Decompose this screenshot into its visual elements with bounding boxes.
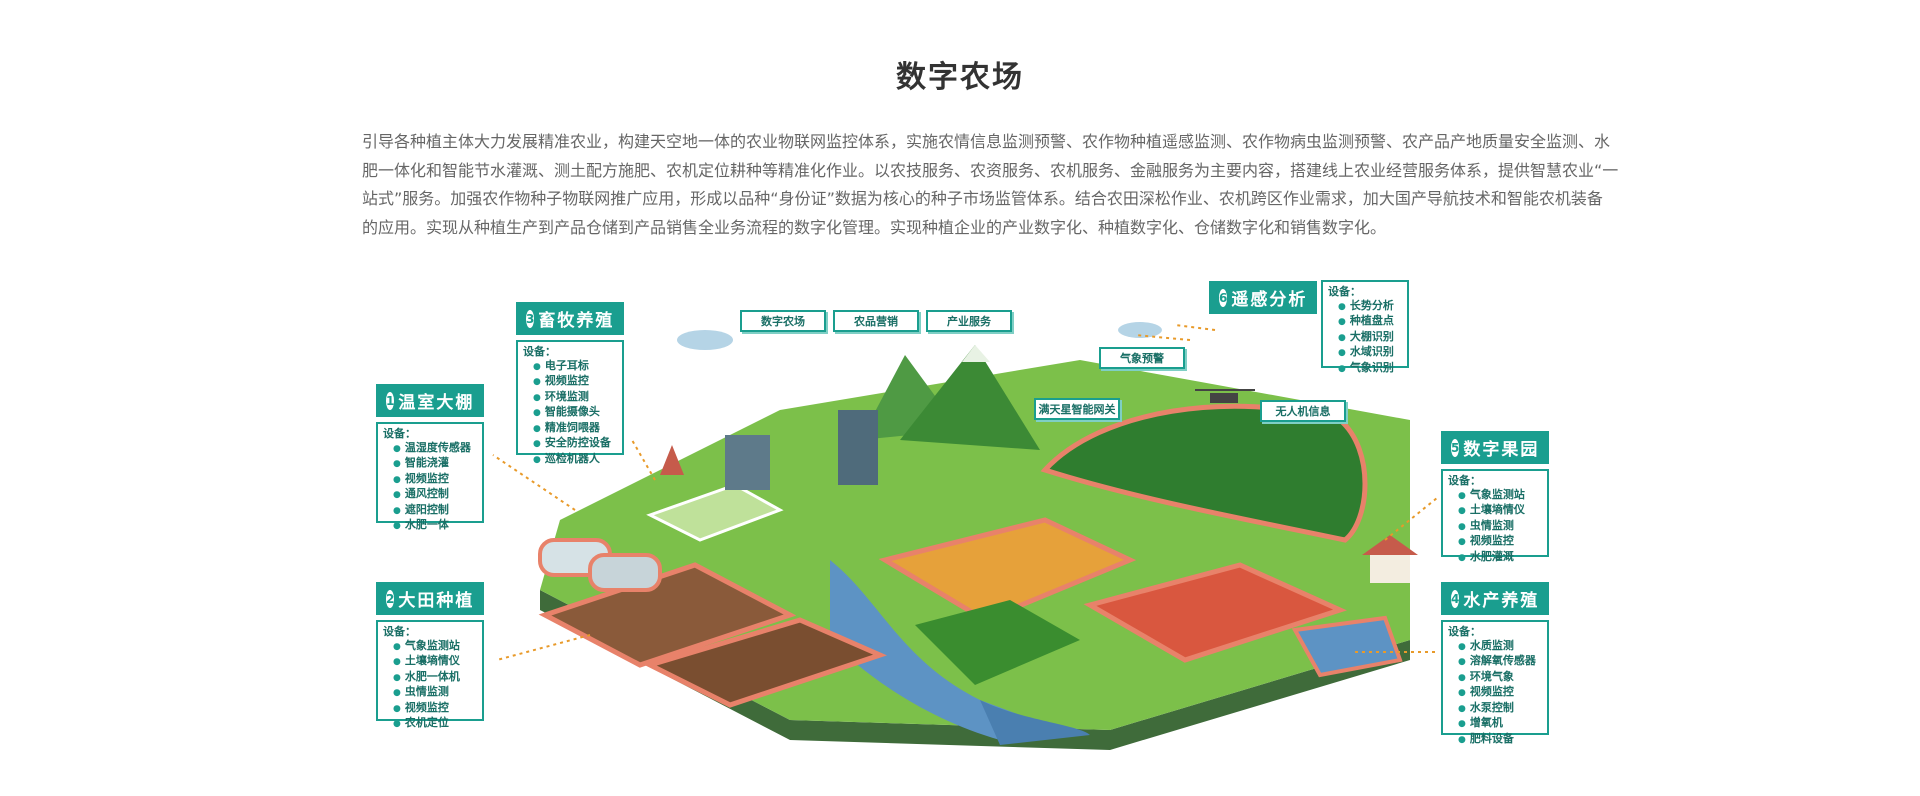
greenhouses <box>538 538 662 592</box>
intro-line: 肥一体化和智能节水灌溉、测土配方施肥、农机定位耕种等精准化作业。以农技服务、农资… <box>362 160 1619 180</box>
device-list-orchard: 设备： 气象监测站 土壤墒情仪 虫情监测 视频监控 水肥灌溉 <box>1441 469 1549 563</box>
device-item: 环境气象 <box>1458 670 1542 686</box>
orchard-hill <box>1040 403 1368 543</box>
intro-paragraph: 引导各种植主体大力发展精准农业，构建天空地一体的农业物联网监控体系，实施农情信息… <box>362 128 1619 242</box>
category-title-aquaculture: 4 水产养殖 <box>1441 582 1549 615</box>
device-item: 电子耳标 <box>533 359 617 375</box>
device-item: 视频监控 <box>533 374 617 390</box>
device-item: 智能摄像头 <box>533 405 617 421</box>
device-item: 智能浇灌 <box>393 456 477 472</box>
category-title-field-crops: 2 大田种植 <box>376 582 484 615</box>
top-tag-digital-farm: 数字农场 <box>740 310 826 332</box>
device-item: 水肥灌溉 <box>1458 550 1542 566</box>
category-number: 5 <box>1451 438 1460 457</box>
device-list-header: 设备： <box>523 345 556 358</box>
crop-field <box>1083 562 1347 663</box>
device-item: 遮阳控制 <box>393 503 477 519</box>
device-item: 水质监测 <box>1458 639 1542 655</box>
building <box>838 410 878 485</box>
device-item: 增氧机 <box>1458 716 1542 732</box>
cloud <box>1118 322 1162 338</box>
windmill <box>660 445 684 475</box>
device-list-remote-sensing: 设备： 长势分析 种植盘点 大棚识别 水域识别 气象识别 <box>1321 280 1409 374</box>
corn-field <box>915 600 1080 685</box>
platform-side <box>540 590 1410 750</box>
intro-line: 引导各种植主体大力发展精准农业，构建天空地一体的农业物联网监控体系，实施农情信息… <box>362 132 1611 151</box>
farm-house <box>1362 535 1418 583</box>
device-item: 大棚识别 <box>1338 330 1402 346</box>
device-item: 农机定位 <box>393 716 477 732</box>
device-item: 水肥一体机 <box>393 670 477 686</box>
device-item: 安全防控设备 <box>533 436 617 452</box>
device-item: 水域识别 <box>1338 345 1402 361</box>
device-item: 溶解氧传感器 <box>1458 654 1542 670</box>
device-item: 精准饲喂器 <box>533 421 617 437</box>
category-number: 3 <box>526 309 535 328</box>
crop-field <box>643 617 887 708</box>
drone <box>1195 389 1255 403</box>
device-item: 土壤墒情仪 <box>1458 503 1542 519</box>
category-label: 温室大棚 <box>398 393 475 413</box>
category-title-remote-sensing: 6 遥感分析 <box>1209 281 1317 314</box>
building <box>725 435 770 490</box>
category-label: 数字果园 <box>1463 440 1540 460</box>
top-tag-marketing: 农品营销 <box>833 310 919 332</box>
category-label: 遥感分析 <box>1231 290 1308 310</box>
device-item: 气象识别 <box>1338 361 1402 377</box>
device-list-header: 设备： <box>383 625 416 638</box>
device-item: 虫情监测 <box>393 685 477 701</box>
cloud <box>677 330 733 350</box>
device-item: 气象监测站 <box>393 639 477 655</box>
device-list-field-crops: 设备： 气象监测站 土壤墒情仪 水肥一体机 虫情监测 视频监控 农机定位 <box>376 620 484 729</box>
category-number: 6 <box>1219 288 1228 307</box>
device-list-header: 设备： <box>1448 474 1481 487</box>
connectors <box>492 324 1438 661</box>
device-item: 视频监控 <box>393 472 477 488</box>
device-list-livestock: 设备： 电子耳标 视频监控 环境监测 智能摄像头 精准饲喂器 安全防控设备 巡检… <box>516 340 624 465</box>
gateway-tag: 满天星智能网关 <box>1034 398 1120 420</box>
device-list-greenhouse: 设备： 温湿度传感器 智能浇灌 视频监控 通风控制 遮阳控制 水肥一体 <box>376 422 484 531</box>
device-item: 种植盘点 <box>1338 314 1402 330</box>
device-item: 水泵控制 <box>1458 701 1542 717</box>
category-number: 2 <box>386 589 395 608</box>
device-item: 气象监测站 <box>1458 488 1542 504</box>
device-item: 巡检机器人 <box>533 452 617 468</box>
category-title-orchard: 5 数字果园 <box>1441 431 1549 464</box>
device-item: 视频监控 <box>1458 534 1542 550</box>
page-title: 数字农场 <box>896 60 1024 95</box>
device-item: 水肥一体 <box>393 518 477 534</box>
device-item: 肥料设备 <box>1458 732 1542 748</box>
livestock-pen <box>646 483 784 542</box>
intro-line: 的应用。实现从种植生产到产品仓储到产品销售全业务流程的数字化管理。实现种植企业的… <box>362 217 1387 237</box>
device-list-header: 设备： <box>383 427 416 440</box>
category-label: 大田种植 <box>398 591 475 611</box>
device-item: 温湿度传感器 <box>393 441 477 457</box>
device-list-header: 设备： <box>1328 285 1361 298</box>
weather-warning-tag: 气象预警 <box>1099 347 1185 369</box>
drone-info-tag: 无人机信息 <box>1260 400 1346 422</box>
category-number: 4 <box>1451 589 1460 608</box>
device-item: 长势分析 <box>1338 299 1402 315</box>
device-list-aquaculture: 设备： 水质监测 溶解氧传感器 环境气象 视频监控 水泵控制 增氧机 肥料设备 <box>1441 620 1549 745</box>
river-bottom <box>980 700 1090 745</box>
mountain-snow <box>962 345 990 362</box>
device-list-header: 设备： <box>1448 625 1481 638</box>
category-label: 畜牧养殖 <box>538 311 615 331</box>
category-label: 水产养殖 <box>1463 591 1540 611</box>
device-item: 通风控制 <box>393 487 477 503</box>
fish-pond <box>1291 615 1403 678</box>
mountain <box>900 345 1040 450</box>
device-item: 虫情监测 <box>1458 519 1542 535</box>
device-item: 视频监控 <box>393 701 477 717</box>
device-item: 环境监测 <box>533 390 617 406</box>
category-number: 1 <box>386 391 395 410</box>
category-title-livestock: 3 畜牧养殖 <box>516 302 624 335</box>
device-item: 土壤墒情仪 <box>393 654 477 670</box>
crop-field <box>878 517 1137 623</box>
top-tag-industry-service: 产业服务 <box>926 310 1012 332</box>
intro-line: 站式”服务。加强农作物种子物联网推广应用，形成以品种“身份证”数据为核心的种子市… <box>362 189 1603 208</box>
category-title-greenhouse: 1 温室大棚 <box>376 384 484 417</box>
device-item: 视频监控 <box>1458 685 1542 701</box>
